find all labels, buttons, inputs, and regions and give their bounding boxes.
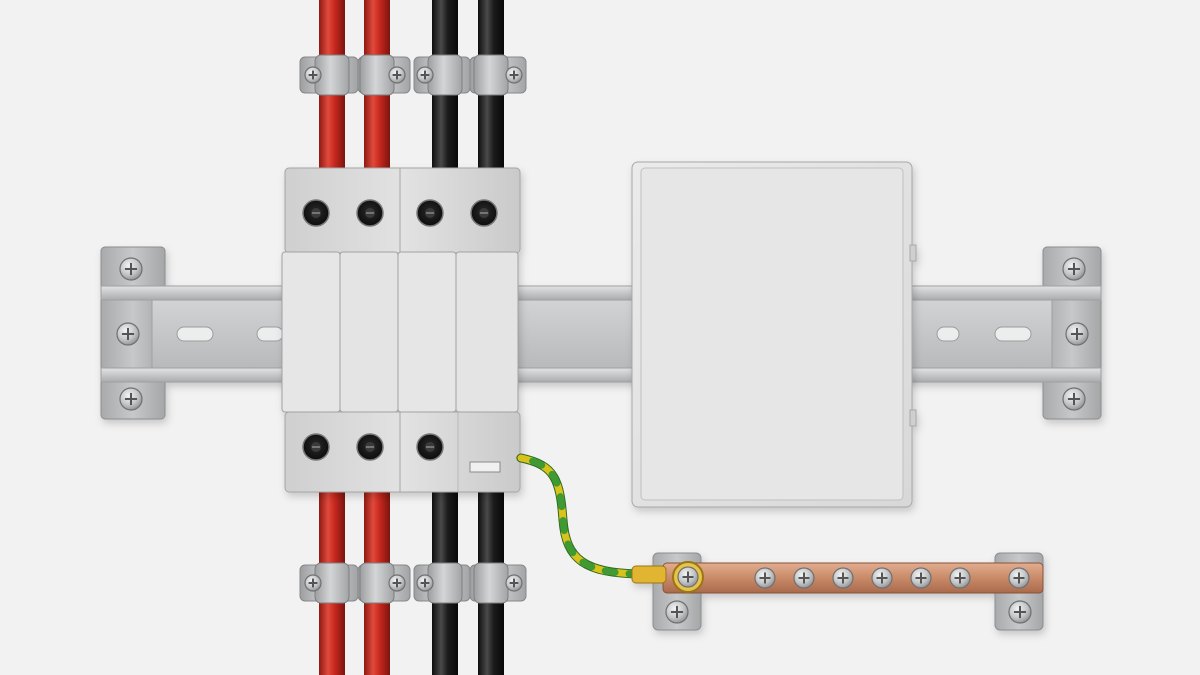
terminal-hole-icon — [356, 433, 384, 461]
screw-icon — [1008, 600, 1032, 624]
cable-clip — [357, 562, 411, 604]
screw-icon — [754, 567, 776, 589]
screw-icon — [388, 574, 406, 592]
cable-clip — [299, 562, 359, 604]
terminal-hole-icon — [416, 433, 444, 461]
screw-icon — [416, 66, 434, 84]
cable-clip — [469, 54, 527, 96]
cable-clip — [299, 54, 359, 96]
screw-icon — [871, 567, 893, 589]
screw-icon — [304, 66, 322, 84]
module-cartridge — [397, 251, 457, 413]
status-window — [469, 461, 501, 473]
screw-icon — [116, 322, 140, 346]
screw-icon — [665, 600, 689, 624]
junction-box-lid — [640, 167, 904, 501]
screw-icon — [793, 567, 815, 589]
screw-icon — [1065, 322, 1089, 346]
rail-slot — [994, 326, 1032, 342]
din-rail-bottom-lip — [100, 367, 1102, 383]
cable-ferrule — [631, 565, 667, 584]
junction-box — [631, 161, 917, 508]
cable-clips — [299, 54, 527, 604]
screw-icon — [505, 66, 523, 84]
module-cartridge — [455, 251, 519, 413]
screw-icon — [1062, 387, 1086, 411]
module-cartridge — [339, 251, 399, 413]
terminal-hole-icon — [356, 199, 384, 227]
earth-wire — [516, 453, 645, 579]
screw-icon — [119, 257, 143, 281]
screw-icon — [304, 574, 322, 592]
rail-slot — [256, 326, 284, 342]
screw-icon — [119, 387, 143, 411]
screw-icon — [416, 574, 434, 592]
screw-icon — [677, 566, 699, 588]
screw-icon — [949, 567, 971, 589]
terminal-hole-icon — [302, 199, 330, 227]
terminal-hole-icon — [416, 199, 444, 227]
screws — [116, 257, 1089, 624]
rail-slot — [176, 326, 214, 342]
screw-icon — [388, 66, 406, 84]
terminal-hole-icon — [470, 199, 498, 227]
terminal-hole-icon — [302, 433, 330, 461]
rail-slot — [936, 326, 960, 342]
screw-icon — [910, 567, 932, 589]
screw-icon — [1062, 257, 1086, 281]
terminal-holes — [302, 199, 498, 461]
module-cartridge — [281, 251, 341, 413]
cable-clip — [413, 562, 471, 604]
cable-clip — [413, 54, 471, 96]
surge-protection-module — [281, 167, 522, 493]
cable-clip — [469, 562, 527, 604]
din-rail-top-lip — [100, 285, 1102, 301]
screw-icon — [505, 574, 523, 592]
screw-icon — [832, 567, 854, 589]
screw-icon — [1008, 567, 1030, 589]
cable-clip — [357, 54, 411, 96]
